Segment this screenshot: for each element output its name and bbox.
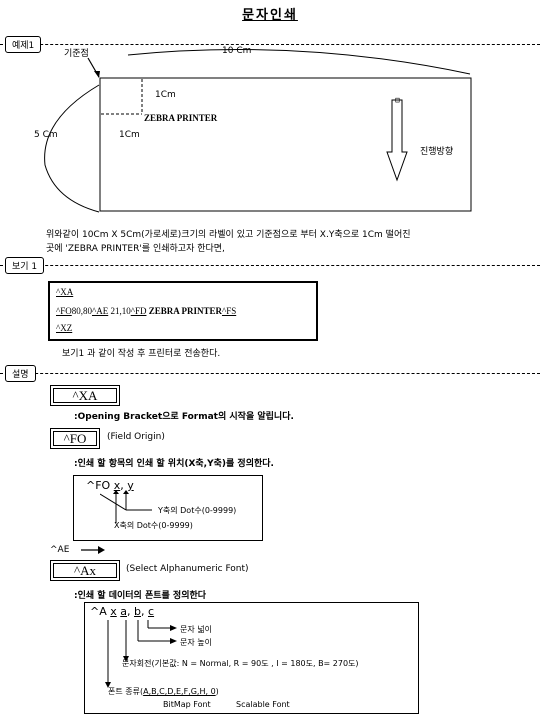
ax-rotate-label: 문자회전(기본값: N = Normal, R = 90도 , I = 180도… bbox=[122, 659, 359, 668]
ax-name: (Select Alphanumeric Font) bbox=[126, 564, 249, 574]
ax-syntax-arrows bbox=[105, 620, 177, 688]
ax-description: :인쇄 할 데이터의 폰트를 정의한다 bbox=[74, 591, 207, 601]
label-sample-text: ZEBRA PRINTER bbox=[144, 113, 218, 123]
ax-syntax-box bbox=[84, 602, 419, 714]
code-line-xa: ^XA bbox=[56, 287, 74, 297]
direction-label: 진행방향 bbox=[420, 147, 454, 157]
ax-syntax: ^A x a, b, c bbox=[90, 605, 155, 618]
code-box: ^XA ^FO80,80^AE 21,10^FD ZEBRA PRINTER^F… bbox=[48, 281, 318, 341]
explain-tag: 설명 bbox=[5, 365, 36, 382]
fo-syntax: ^FO x, y bbox=[86, 479, 134, 492]
width-label: 10 Cm bbox=[222, 46, 252, 56]
xa-description: :Opening Bracket으로 Format의 시작을 알립니다. bbox=[74, 412, 294, 422]
offset-x-label: 1Cm bbox=[119, 130, 140, 140]
ax-width-label: 문자 넓이 bbox=[180, 625, 212, 634]
bitmap-font-label: BitMap Font bbox=[163, 700, 211, 709]
page-title: 문자인쇄 bbox=[242, 8, 298, 23]
height-label: 5 Cm bbox=[34, 130, 58, 140]
section-divider bbox=[0, 44, 540, 45]
code-line-main: ^FO80,80^AE 21,10^FD ZEBRA PRINTER^FS bbox=[56, 306, 237, 316]
example-description-2: 곳에 'ZEBRA PRINTER'를 인쇄하고자 한다면, bbox=[46, 244, 225, 254]
fo-name: (Field Origin) bbox=[107, 432, 165, 442]
fo-x-label: X축의 Dot수(0-9999) bbox=[114, 521, 193, 530]
ax-height-label: 문자 높이 bbox=[180, 638, 212, 647]
offset-y-label: 1Cm bbox=[155, 90, 176, 100]
ax-command-box: ^Ax bbox=[50, 560, 120, 581]
example-description-1: 위와같이 10Cm X 5Cm(가로세로)크기의 라벨이 있고 기준점으로 부터… bbox=[46, 230, 411, 240]
example-tag: 예제1 bbox=[5, 36, 42, 53]
origin-label: 기준점 bbox=[64, 49, 89, 59]
fo-y-label: Y축의 Dot수(0-9999) bbox=[158, 506, 237, 515]
code-line-xz: ^XZ bbox=[56, 323, 73, 333]
ax-font-label: 폰트 종류(A,B,C,D,E,F,G,H, 0) bbox=[108, 687, 219, 696]
right-arrow-icon bbox=[81, 546, 105, 554]
section-divider bbox=[0, 373, 540, 374]
ae-label: ^AE bbox=[50, 545, 70, 555]
fo-command-box: ^FO bbox=[50, 428, 100, 449]
direction-arrow-head: ㅁ bbox=[392, 96, 402, 104]
view1-tag: 보기 1 bbox=[5, 257, 45, 274]
section-divider bbox=[0, 265, 540, 266]
fo-syntax-box bbox=[73, 475, 263, 541]
fo-description: :인쇄 할 항목의 인쇄 할 위치(X축,Y축)를 정의한다. bbox=[74, 459, 274, 469]
label-diagram bbox=[44, 49, 472, 213]
fo-syntax-arrows bbox=[100, 490, 152, 523]
scalable-font-label: Scalable Font bbox=[236, 700, 290, 709]
view1-note: 보기1 과 같이 작성 후 프린터로 전송한다. bbox=[62, 349, 221, 359]
xa-command-box: ^XA bbox=[50, 385, 120, 406]
